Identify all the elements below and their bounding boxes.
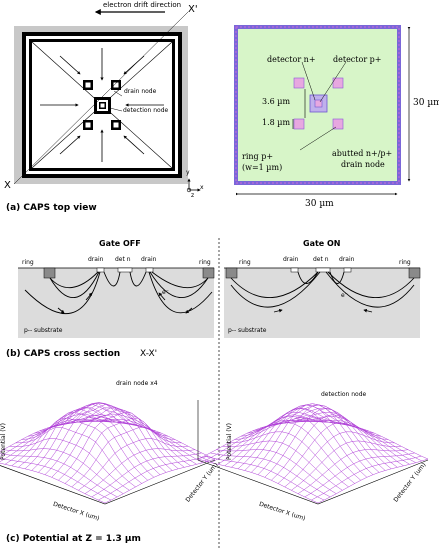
- potential-plot-gate-off: [0, 402, 216, 505]
- caption-b: (b) CAPS cross section: [6, 349, 121, 359]
- surface-mesh-line: [91, 452, 202, 498]
- surface-mesh-line: [289, 419, 410, 465]
- surface-mesh-line: [304, 452, 415, 498]
- ring-width-label: (w=1 µm): [242, 163, 283, 172]
- surface-mesh-line: [301, 416, 423, 462]
- axes-icon: [186, 178, 201, 193]
- surface-mesh-line: [311, 455, 422, 501]
- cut-line: [13, 11, 189, 185]
- x-label: X: [4, 180, 11, 191]
- cross-section: [18, 238, 421, 550]
- abutted-drain-label: drain node: [341, 160, 385, 169]
- drain-node-label: drain node: [124, 88, 157, 95]
- detection-node-label: detection node: [123, 107, 169, 114]
- substrate-off: p-- substrate: [24, 327, 63, 334]
- abutted-label: abutted n+/p+: [332, 149, 393, 158]
- gate-on-label: Gate ON: [303, 239, 341, 248]
- surface-mesh-line: [291, 440, 402, 491]
- surface-mesh-line: [259, 403, 380, 473]
- surface-mesh-line: [197, 414, 309, 460]
- surface-mesh-line: [0, 453, 118, 498]
- surface-mesh-line: [94, 414, 216, 460]
- surface-mesh-line: [217, 419, 329, 465]
- drift-label: electron drift direction: [103, 1, 182, 9]
- plot-axes: [197, 400, 429, 505]
- surface-mesh-line: [284, 431, 395, 488]
- surface-mesh-line: [317, 458, 429, 504]
- potential-plot-gate-on: [197, 400, 429, 505]
- detector-n-label: detector n+: [267, 55, 316, 64]
- surface-mesh-line: [88, 416, 210, 462]
- surface-mesh-line: [9, 438, 130, 491]
- surface-mesh-line: [98, 455, 209, 501]
- ring-left-on: ring: [239, 259, 251, 266]
- axis-z-label: z: [191, 192, 195, 199]
- electron-off: e⁻: [162, 289, 169, 296]
- surface-mesh-line: [307, 414, 429, 460]
- caption-b-xx: X-X': [140, 349, 158, 359]
- surface-mesh-line: [76, 419, 197, 465]
- surface-mesh-line: [84, 448, 196, 494]
- caption-c: (c) Potential at Z = 1.3 µm: [6, 534, 141, 544]
- drain-right-off: drain: [141, 256, 157, 263]
- axis-x-label: x: [200, 184, 204, 191]
- det-n-on: det n: [313, 256, 329, 263]
- surface-mesh-line: [4, 419, 116, 465]
- pixel-layout: [234, 25, 411, 196]
- surface-mesh-line: [38, 404, 149, 473]
- surface-mesh-line: [0, 416, 102, 457]
- drain-left-on: drain: [283, 256, 299, 263]
- dimension-3-6: 3.6 µm: [262, 97, 291, 106]
- detector-p-label: detector p+: [333, 55, 382, 64]
- z-axis-label-right: Potential (V): [226, 423, 233, 460]
- z-axis-label-left: Potential (V): [0, 423, 7, 460]
- label-drain-node-x4: drain node x4: [116, 380, 158, 387]
- surface-mesh-line: [244, 404, 355, 471]
- surface-mesh-line: [271, 414, 382, 481]
- ring-label: ring p+: [242, 152, 274, 161]
- label-detection-node: detection node: [321, 391, 367, 398]
- electron-on: e⁻: [341, 292, 348, 299]
- height-label: 30 µm: [413, 98, 439, 108]
- drain-left-off: drain: [88, 256, 104, 263]
- surface-mesh-line: [78, 438, 189, 491]
- drain-right-on: drain: [339, 256, 355, 263]
- det-n-off: det n: [115, 256, 131, 263]
- surface-mesh-line: [3, 448, 124, 494]
- surface-mesh-line: [0, 462, 106, 504]
- plot-axes: [0, 459, 216, 505]
- axis-y-label: y: [186, 169, 190, 176]
- caps-top-view: [14, 26, 188, 184]
- surface-mesh-line: [104, 458, 216, 504]
- x-prime-label: X': [188, 4, 198, 15]
- width-label: 30 µm: [305, 199, 334, 209]
- substrate-on: p-- substrate: [228, 327, 267, 334]
- ring-right-off: ring: [199, 259, 211, 266]
- ring-right-on: ring: [399, 259, 411, 266]
- surface-mesh-line: [222, 440, 343, 491]
- ring-left-off: ring: [22, 259, 34, 266]
- dimension-1-8: 1.8 µm: [262, 118, 291, 127]
- surface-mesh-line: [251, 403, 362, 473]
- gate-off-label: Gate OFF: [99, 239, 141, 248]
- caption-a: (a) CAPS top view: [6, 203, 97, 213]
